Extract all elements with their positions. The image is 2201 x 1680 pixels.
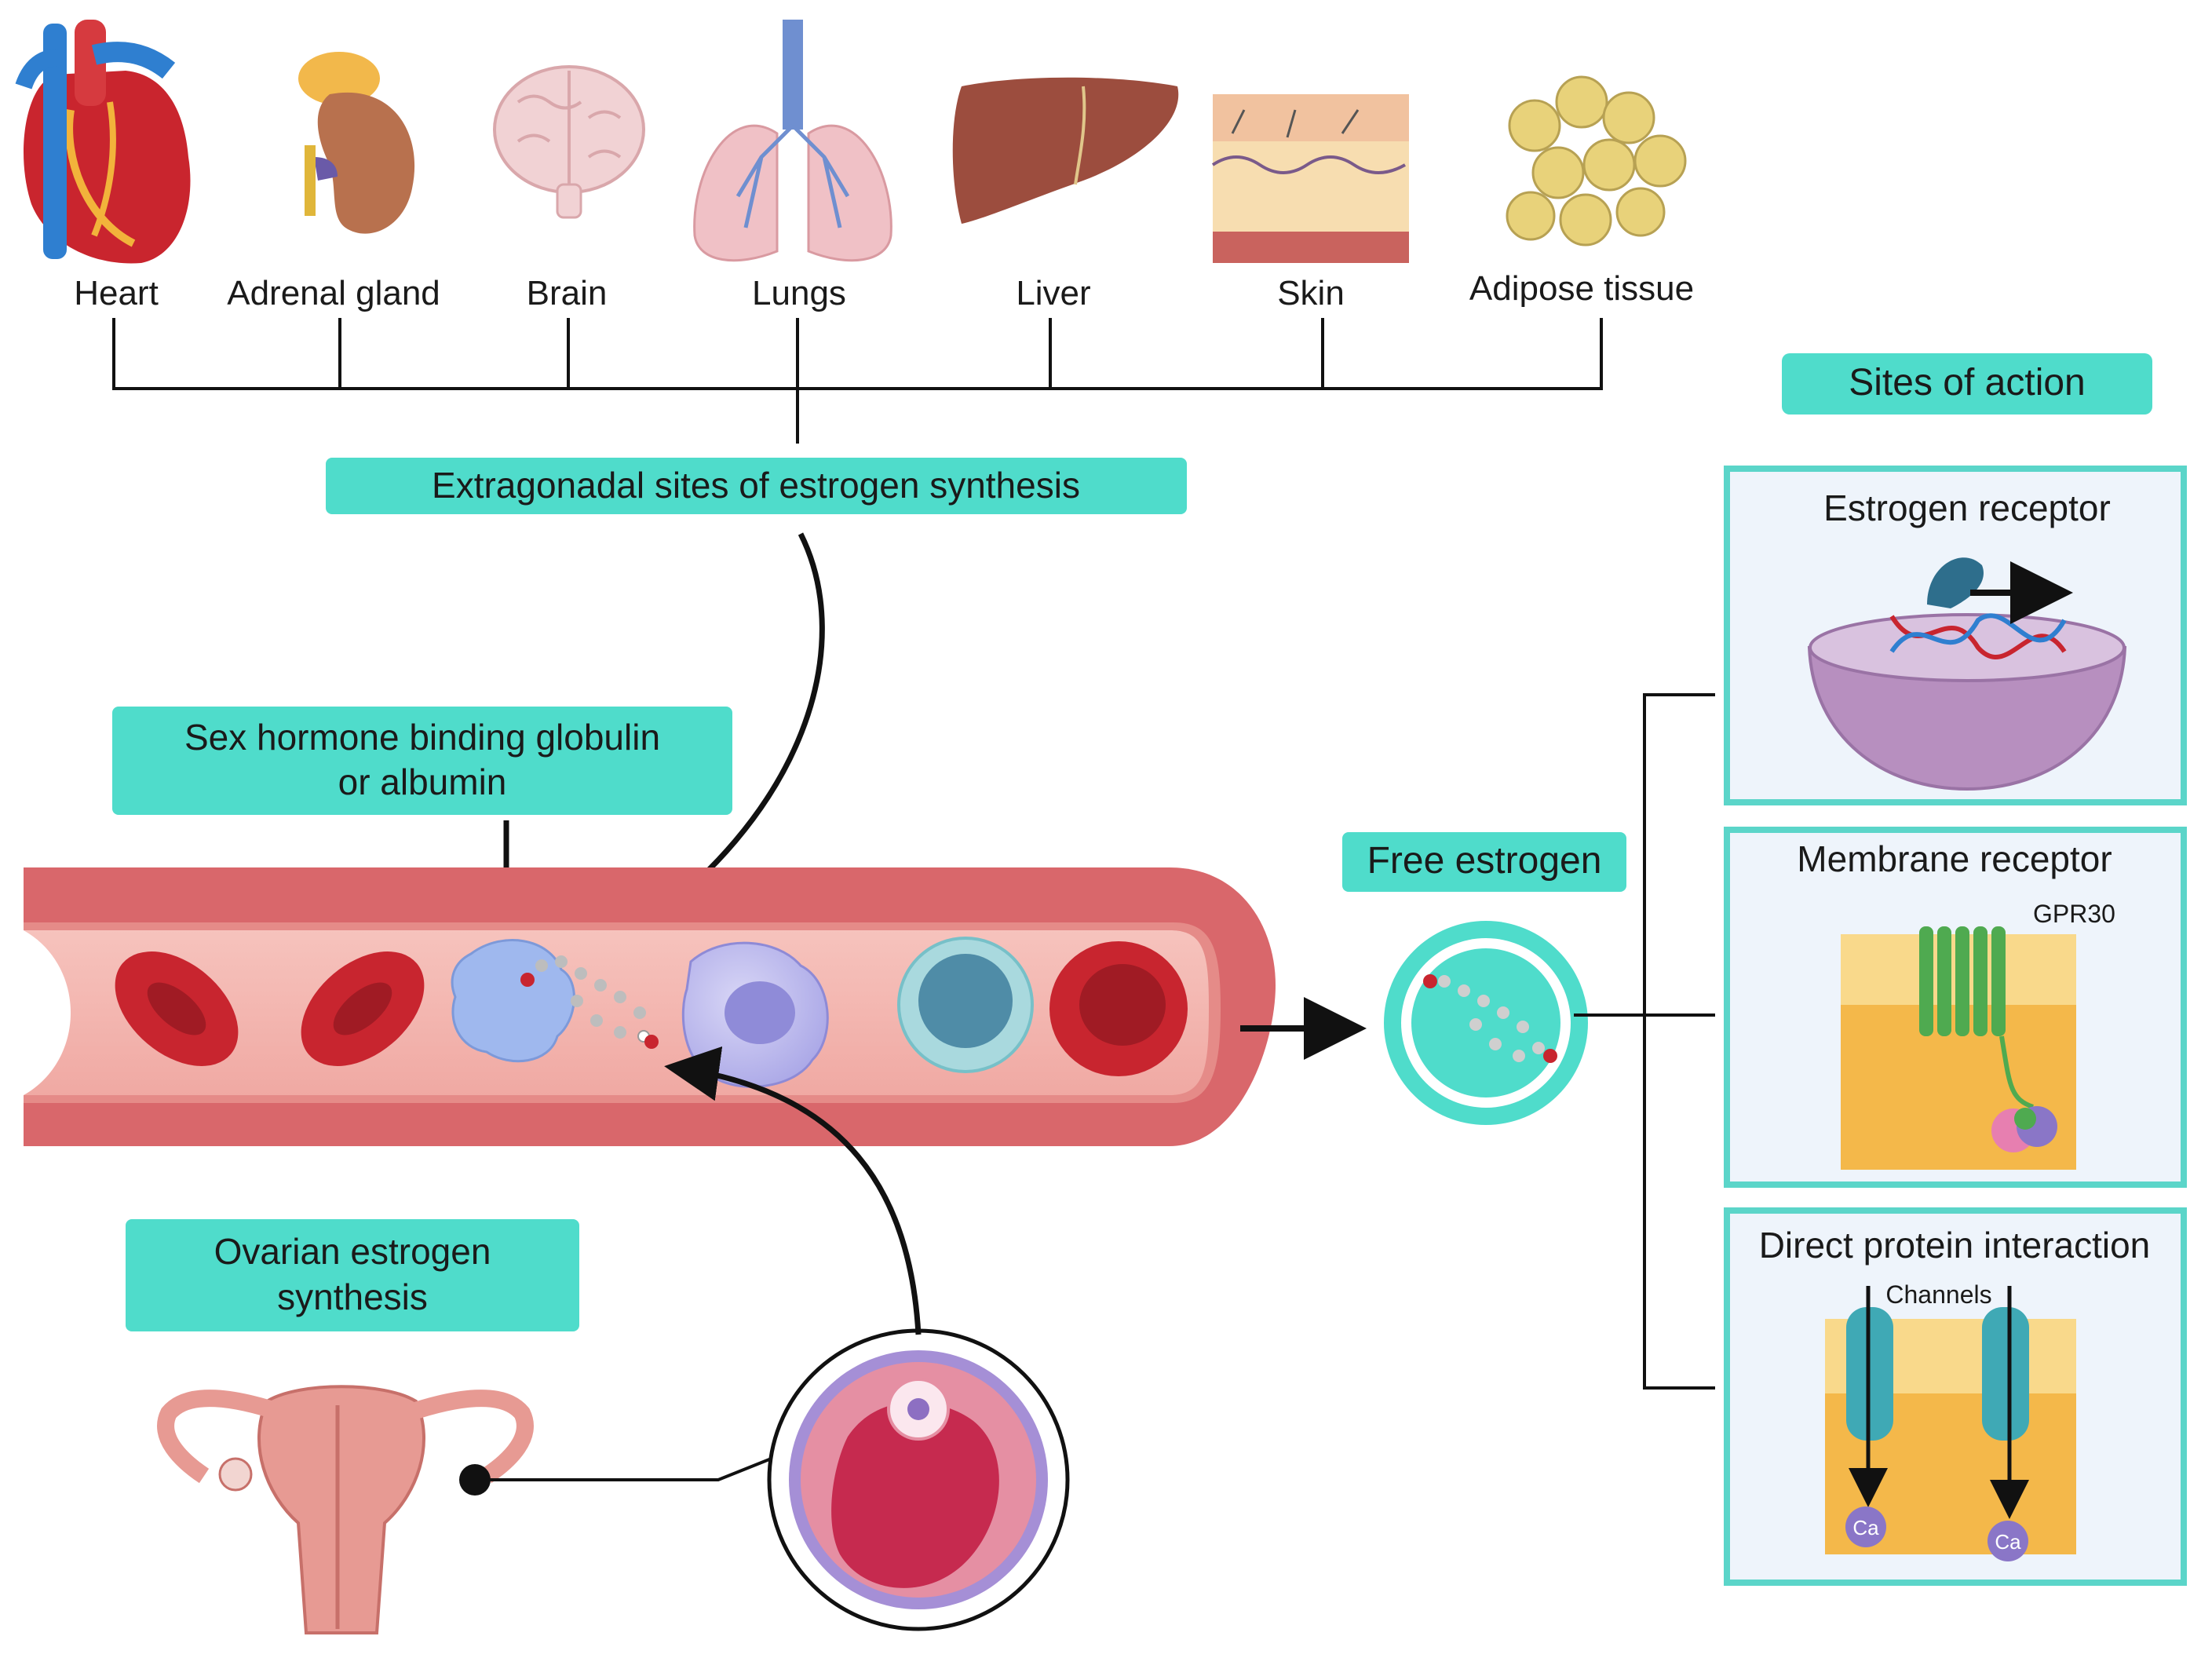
extragonadal-label-box	[326, 458, 1187, 514]
organ-label-liver: Liver	[1016, 274, 1090, 312]
direct-protein-title: Direct protein interaction	[1759, 1225, 2151, 1265]
organ-label-heart: Heart	[74, 274, 159, 312]
ovarian-label-box	[126, 1219, 579, 1331]
shbg-protein	[451, 939, 575, 1063]
channels-label: Channels	[1885, 1280, 1991, 1309]
heart-icon	[15, 20, 191, 264]
estrogen-receptor-title: Estrogen receptor	[1823, 488, 2111, 528]
gpr30-label: GPR30	[2033, 900, 2115, 928]
lymphocyte	[897, 937, 1034, 1073]
organ-label-adipose: Adipose tissue	[1469, 269, 1694, 308]
sites-of-action-label: Sites of action	[1849, 362, 2086, 404]
free-estrogen-circle	[1384, 921, 1588, 1125]
shbg-label-box	[112, 707, 732, 815]
shbg-label-line1: Sex hormone binding globulin	[184, 717, 660, 758]
organ-label-adrenal: Adrenal gland	[227, 274, 440, 312]
adipose-tissue-icon	[1506, 75, 1687, 247]
ovarian-follicle-icon	[767, 1328, 1070, 1631]
organ-label-lungs: Lungs	[752, 274, 846, 312]
red-blood-cell	[301, 951, 425, 1066]
sites-of-action-box	[1782, 353, 2152, 415]
follicle-connector	[487, 1455, 778, 1481]
lungs-icon	[693, 20, 892, 262]
red-blood-cell	[1049, 941, 1188, 1076]
ovarian-arrow	[664, 1046, 922, 1335]
brain-icon	[493, 65, 645, 219]
ovarian-label-line2: synthesis	[277, 1276, 428, 1317]
uterus-icon	[157, 1385, 534, 1634]
free-estrogen-label: Free estrogen	[1367, 840, 1602, 882]
sites-connector	[1574, 693, 1715, 1390]
ovarian-label-line1: Ovarian estrogen	[214, 1231, 491, 1272]
site-direct-protein: Direct protein interaction Channels Ca C…	[1724, 1207, 2187, 1586]
adrenal-gland-icon	[298, 52, 415, 234]
organ-label-brain: Brain	[527, 274, 608, 312]
skin-icon	[1211, 94, 1409, 263]
organ-label-skin: Skin	[1277, 274, 1345, 312]
organ-bracket	[112, 318, 1603, 444]
shbg-label-line2: or albumin	[338, 761, 507, 802]
red-blood-cell	[115, 951, 239, 1066]
membrane-receptor-title: Membrane receptor	[1797, 838, 2112, 879]
liver-icon	[952, 77, 1179, 224]
free-estrogen-label-box	[1342, 832, 1626, 892]
estrogen-molecule	[520, 955, 659, 1049]
calcium-ion-2: Ca	[1995, 1530, 2021, 1554]
extragonadal-label: Extragonadal sites of estrogen synthesis	[432, 465, 1080, 506]
site-estrogen-receptor: Estrogen receptor	[1724, 466, 2187, 805]
site-membrane-receptor: Membrane receptor GPR30	[1724, 827, 2187, 1188]
calcium-ion-1: Ca	[1852, 1516, 1879, 1539]
